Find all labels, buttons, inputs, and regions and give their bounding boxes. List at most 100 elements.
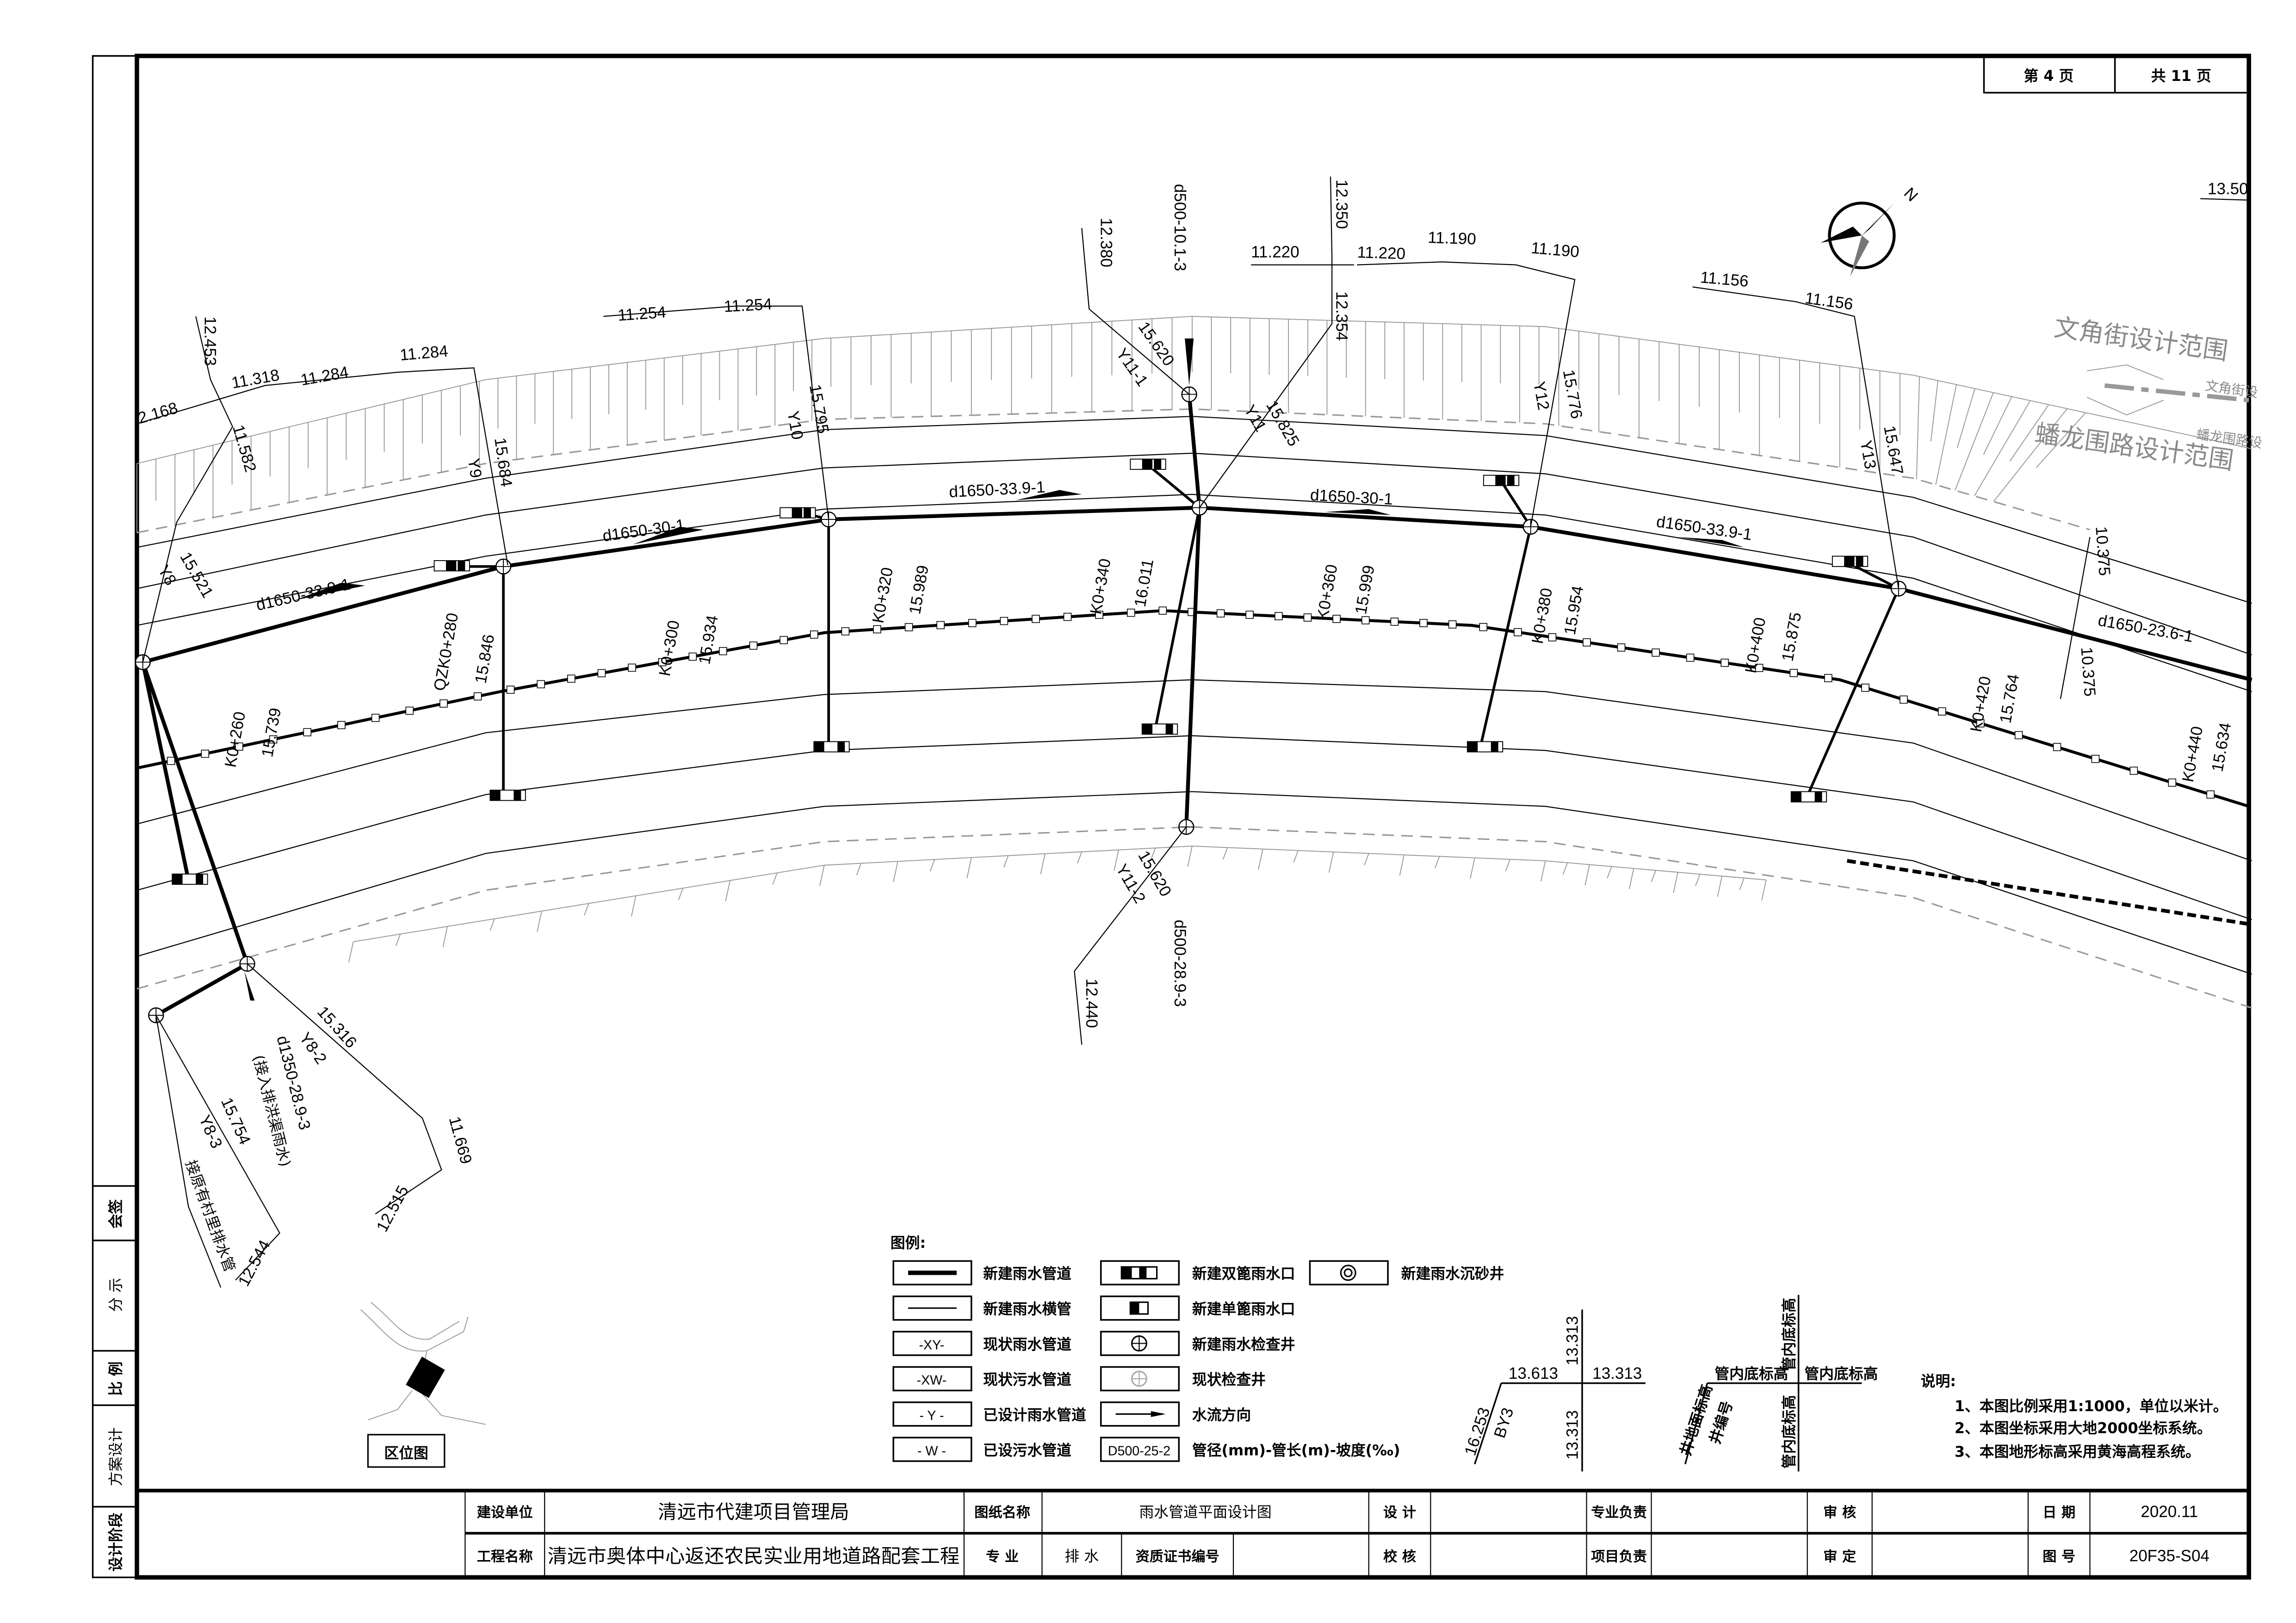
elev-label: 12.354 bbox=[1333, 291, 1351, 341]
leader-lines bbox=[136, 176, 2249, 1288]
key-invert: 13.313 bbox=[1592, 1364, 1642, 1382]
well-elev: 10.375 bbox=[2077, 647, 2098, 697]
flow-direction-icon bbox=[1115, 1411, 1166, 1417]
key-label: 管内底标高 bbox=[1780, 1395, 1798, 1469]
well-id: Y9 bbox=[464, 457, 485, 479]
pm-label: 项目负责 bbox=[1591, 1549, 1647, 1565]
elev-label: 11.254 bbox=[724, 295, 773, 315]
storm-inlet-icon bbox=[489, 790, 526, 801]
existing-manhole-icon bbox=[1131, 1370, 1147, 1387]
double-inlet-icon bbox=[1120, 1266, 1158, 1280]
legend-label: 水流方向 bbox=[1192, 1406, 1251, 1424]
notes-title: 说明: bbox=[1921, 1372, 1956, 1390]
single-inlet-icon bbox=[1129, 1301, 1149, 1315]
legend-label: 新建雨水检查井 bbox=[1192, 1335, 1295, 1353]
elev-label: 12.350 bbox=[1333, 179, 1351, 229]
elev-label: 11.220 bbox=[1357, 243, 1406, 263]
legend-label: 新建雨水沉砂井 bbox=[1401, 1265, 1504, 1283]
note-item: 3、本图地形标高采用黄海高程系统。 bbox=[1955, 1443, 2200, 1461]
sand-well-icon bbox=[1340, 1265, 1356, 1281]
date-label: 日 期 bbox=[2042, 1505, 2075, 1521]
elev-label: 11.220 bbox=[1251, 243, 1299, 261]
current-page: 第 4 页 bbox=[2024, 67, 2074, 85]
elev-label: 12.380 bbox=[1097, 218, 1115, 267]
storm-inlet-icon bbox=[433, 560, 470, 572]
lead-label: 专业负责 bbox=[1591, 1505, 1647, 1521]
storm-inlet-icon bbox=[1483, 475, 1520, 486]
note-item: 1、本图比例采用1:1000，单位以米计。 bbox=[1955, 1397, 2228, 1415]
total-pages: 共 11 页 bbox=[2151, 67, 2211, 85]
key-label: 管内底标高 bbox=[1714, 1365, 1788, 1382]
storm-inlet-icon bbox=[1790, 791, 1827, 802]
review-label: 审 核 bbox=[1823, 1504, 1856, 1521]
strip-stage-value: 方案设计 bbox=[107, 1427, 124, 1486]
key-invert: 13.313 bbox=[1563, 1410, 1581, 1460]
manhole-icon bbox=[1191, 500, 1208, 516]
design-label: 设 计 bbox=[1383, 1505, 1416, 1521]
drawing-label: 图纸名称 bbox=[974, 1505, 1030, 1521]
storm-inlet-icon bbox=[813, 741, 850, 753]
legend-symbol: - W - bbox=[917, 1444, 946, 1458]
pipe-spec: d1650-30-1 bbox=[1310, 486, 1393, 508]
elev-label: 11.190 bbox=[1428, 228, 1477, 248]
elev-label: 12.453 bbox=[201, 316, 219, 366]
number-value: 20F35-S04 bbox=[2129, 1547, 2209, 1565]
strip-division: 分 示 bbox=[107, 1278, 124, 1312]
storm-inlet-icon bbox=[1832, 555, 1869, 567]
road-plan bbox=[136, 316, 2252, 1009]
legend-label: 已设计雨水管道 bbox=[983, 1406, 1086, 1424]
storm-inlet-icon bbox=[1130, 458, 1166, 470]
key-label: 管内底标高 bbox=[1804, 1365, 1878, 1382]
discipline-value: 排 水 bbox=[1064, 1547, 1099, 1565]
key-invert: 13.613 bbox=[1509, 1364, 1558, 1382]
legend-symbol: - Y - bbox=[919, 1408, 944, 1423]
location-map: 区位图 bbox=[360, 1302, 486, 1468]
date-value: 2020.11 bbox=[2141, 1503, 2198, 1521]
strip-scale: 比 例 bbox=[107, 1362, 124, 1396]
project-value: 清远市奥体中心返还农民实业用地道路配套工程 bbox=[548, 1545, 960, 1567]
builder-value: 清远市代建项目管理局 bbox=[658, 1501, 849, 1523]
number-label: 图 号 bbox=[2042, 1549, 2075, 1565]
well-elev: 10.375 bbox=[2092, 526, 2113, 576]
approve-label: 审 定 bbox=[1823, 1548, 1856, 1565]
elev-label: 11.284 bbox=[399, 342, 449, 364]
storm-inlet-icon bbox=[1467, 741, 1504, 753]
strip-stage: 设计阶段 bbox=[107, 1512, 124, 1571]
legend-symbol: -XW- bbox=[917, 1373, 947, 1388]
builder-label: 建设单位 bbox=[477, 1504, 533, 1521]
storm-inlet-icon bbox=[780, 507, 816, 518]
sheet-frame bbox=[92, 54, 2251, 1580]
legend-label: 新建单篦雨水口 bbox=[1192, 1300, 1295, 1318]
left-signature-strip: 会签 分 示 比 例 方案设计 设计阶段 bbox=[93, 1185, 137, 1572]
strip-countersign: 会签 bbox=[107, 1199, 124, 1229]
manhole-icon bbox=[495, 558, 512, 574]
legend-title: 图例: bbox=[891, 1234, 926, 1252]
legend-label: 新建双篦雨水口 bbox=[1192, 1265, 1295, 1283]
elev-label: 13.50 bbox=[2208, 180, 2248, 198]
storm-inlet-icon bbox=[1141, 723, 1178, 735]
page-number-box: 第 4 页 共 11 页 bbox=[1983, 55, 2250, 94]
notes: 说明: 1、本图比例采用1:1000，单位以米计。 2、本图坐标采用大地2000… bbox=[1921, 1372, 2228, 1461]
location-map-label: 区位图 bbox=[384, 1444, 428, 1462]
legend-label: 新建雨水管道 bbox=[983, 1265, 1071, 1283]
legend: 图例: -XY- -XW- - Y - - W - D500-25-2 新建雨水… bbox=[891, 1234, 1504, 1462]
key-label: 管内底标高 bbox=[1780, 1298, 1798, 1371]
pipe-spec: d500-28.9-3 bbox=[1171, 919, 1189, 1007]
discipline-label: 专 业 bbox=[986, 1549, 1019, 1565]
drawing-value: 雨水管道平面设计图 bbox=[1139, 1503, 1271, 1521]
elev-label: 11.190 bbox=[1530, 239, 1580, 261]
manhole-icon bbox=[135, 654, 151, 670]
elev-label: 11.254 bbox=[617, 303, 667, 324]
legend-symbol: -XY- bbox=[919, 1338, 945, 1352]
legend-label: 管径(mm)-管长(m)-坡度(‰) bbox=[1192, 1441, 1400, 1459]
legend-label: 已设污水管道 bbox=[983, 1441, 1071, 1459]
storm-inlet-icon bbox=[172, 873, 208, 885]
project-label: 工程名称 bbox=[477, 1549, 533, 1565]
legend-symbol: D500-25-2 bbox=[1108, 1444, 1170, 1458]
elev-label: 12.440 bbox=[1083, 979, 1101, 1028]
new-manhole-icon bbox=[1131, 1335, 1147, 1352]
legend-label: 新建雨水横管 bbox=[983, 1300, 1071, 1318]
key-invert: 13.313 bbox=[1563, 1316, 1581, 1365]
legend-label: 现状雨水管道 bbox=[983, 1335, 1071, 1353]
note-item: 2、本图坐标采用大地2000坐标系统。 bbox=[1955, 1419, 2212, 1437]
